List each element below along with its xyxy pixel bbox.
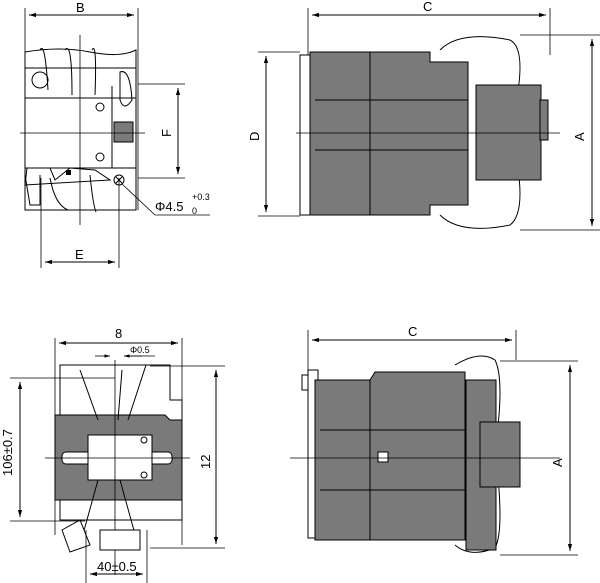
hole-tolerance-upper: +0.3 xyxy=(192,192,210,202)
pin-diameter-label: Φ0.5 xyxy=(130,345,150,355)
side-view-bottom: C A xyxy=(290,324,578,556)
dim-d-label: D xyxy=(247,132,262,141)
dim-b-label: B xyxy=(76,0,85,15)
dim-40-label: 40±0.5 xyxy=(97,559,137,574)
dim-a-label: A xyxy=(572,132,587,141)
auxiliary-contact-block xyxy=(113,121,134,143)
dim-e-label: E xyxy=(75,247,84,262)
dim-c-label: C xyxy=(423,0,432,14)
dim-c-label-bottom: C xyxy=(408,324,417,339)
dim-12-label: 12 xyxy=(198,455,213,469)
dim-a-label-bottom: A xyxy=(550,458,565,467)
dim-8-label: 8 xyxy=(115,326,122,341)
front-view-bottom: 8 Φ0.5 106±0.7 12 40±0.5 xyxy=(0,326,225,583)
side-view-top: C D A xyxy=(247,0,600,231)
hole-tolerance-lower: 0 xyxy=(192,206,197,216)
dim-106-label: 106±0.7 xyxy=(0,429,15,476)
auxiliary-contact-block xyxy=(479,421,521,488)
hole-diameter-label: Φ4.5 xyxy=(155,199,183,214)
auxiliary-contact-block xyxy=(475,84,542,181)
front-view-top: B F Φ4.5 +0.3 0 E xyxy=(20,0,210,268)
dim-f-label: F xyxy=(159,129,174,137)
